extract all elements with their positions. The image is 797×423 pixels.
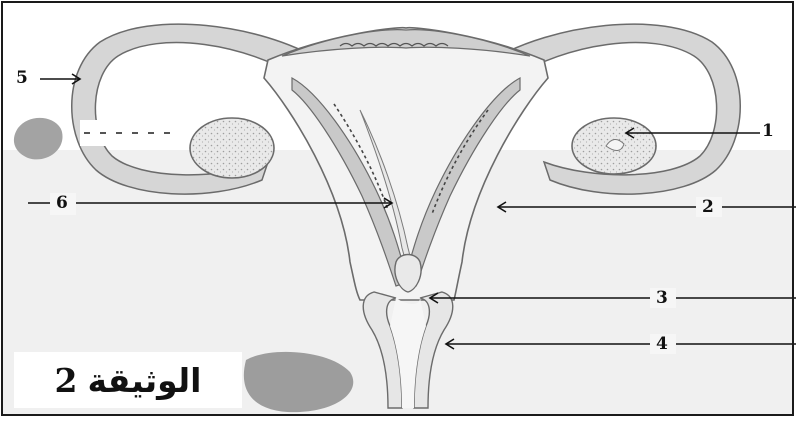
image-border xyxy=(1,1,794,416)
